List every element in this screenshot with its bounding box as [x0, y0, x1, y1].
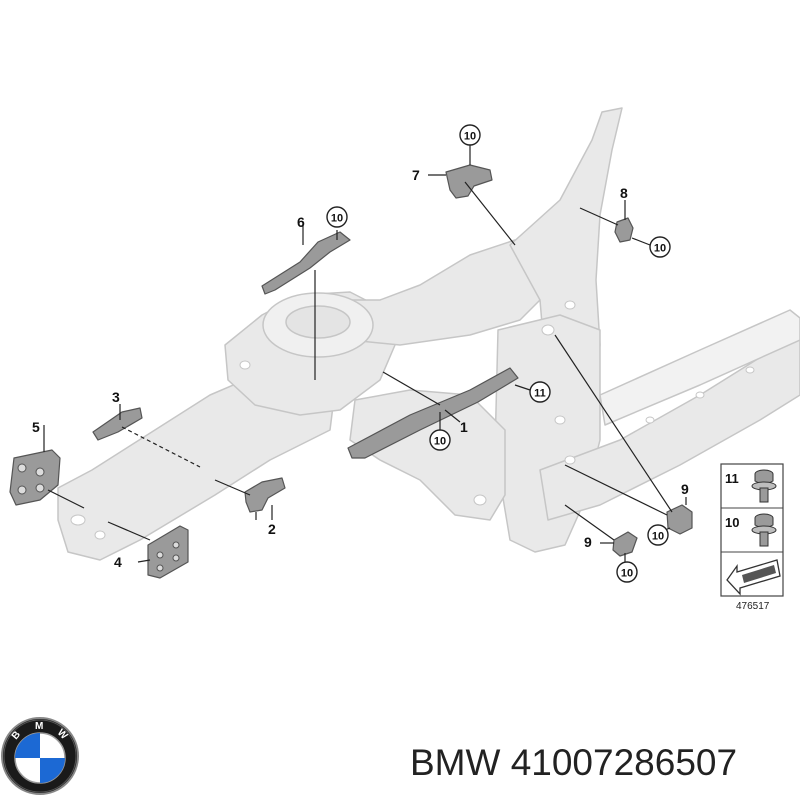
circle-label-10-part9-upper: 10 — [652, 531, 664, 543]
part-5-plate[interactable] — [9, 449, 61, 506]
circle-label-10-part1: 10 — [434, 436, 446, 448]
legend-number-11: 11 — [725, 471, 739, 486]
part-4-plate[interactable] — [147, 525, 189, 579]
circle-callout-10-part8 — [649, 236, 671, 258]
side-sill — [539, 334, 800, 521]
bolt-with-washer-icon — [751, 469, 777, 503]
circle-callout-11-part1 — [529, 381, 551, 403]
reference-number: 476517 — [736, 601, 770, 612]
callout-3: 3 — [112, 389, 120, 405]
callout-8: 8 — [620, 185, 628, 201]
circle-callout-10-part6 — [326, 206, 348, 228]
circle-label-11-part1: 11 — [534, 388, 546, 400]
brackets — [9, 164, 693, 579]
circle-callout-10-part9-upper — [647, 524, 669, 546]
part-3-clip[interactable] — [92, 407, 143, 441]
part-2-bracket[interactable] — [244, 477, 286, 513]
circle-label-10-part6: 10 — [331, 213, 343, 225]
callout-1: 1 — [460, 419, 468, 435]
sill-flange — [599, 309, 800, 426]
direction-arrow-icon — [726, 559, 781, 596]
strut-dome-detail — [262, 292, 374, 358]
part-8-clip[interactable] — [614, 217, 634, 243]
callout-7: 7 — [412, 167, 420, 183]
callout-9-lower: 9 — [584, 534, 592, 550]
bmw-logo: B M W — [1, 717, 79, 795]
plate-holes — [17, 463, 180, 572]
bmw-logo-letter-m: M — [35, 721, 43, 732]
circle-label-10-top: 10 — [464, 131, 476, 143]
part-6-bracket[interactable] — [261, 231, 351, 295]
callout-4: 4 — [114, 554, 122, 570]
part-7-bracket[interactable] — [445, 164, 493, 199]
circled-callout-labels: 10 10 10 10 10 10 11 — [331, 131, 666, 580]
circle-label-10-part9-lower: 10 — [621, 568, 633, 580]
bolt-with-washer-icon — [751, 513, 777, 547]
callout-2: 2 — [268, 521, 276, 537]
part-9-bracket-lower[interactable] — [612, 531, 638, 557]
circle-callout-10-top — [459, 124, 481, 146]
legend-number-10: 10 — [725, 515, 739, 530]
body-holes — [70, 300, 755, 540]
part-label: BMW 41007286507 — [410, 742, 737, 783]
circle-callout-10-part1 — [429, 429, 451, 451]
callout-5: 5 — [32, 419, 40, 435]
callout-6: 6 — [297, 214, 305, 230]
front-rail — [57, 371, 336, 561]
circled-callouts — [326, 124, 671, 583]
callout-9-upper: 9 — [681, 481, 689, 497]
part-1-brace[interactable] — [347, 367, 519, 459]
leader-lines — [43, 143, 687, 563]
circle-callout-10-part9-lower — [616, 561, 638, 583]
callout-numbers: 1 2 3 4 5 6 7 8 9 9 — [32, 167, 689, 570]
fastener-legend: 11 10 476517 — [720, 463, 784, 612]
circle-label-10-part8: 10 — [654, 243, 666, 255]
part-9-bracket-upper[interactable] — [666, 504, 693, 535]
